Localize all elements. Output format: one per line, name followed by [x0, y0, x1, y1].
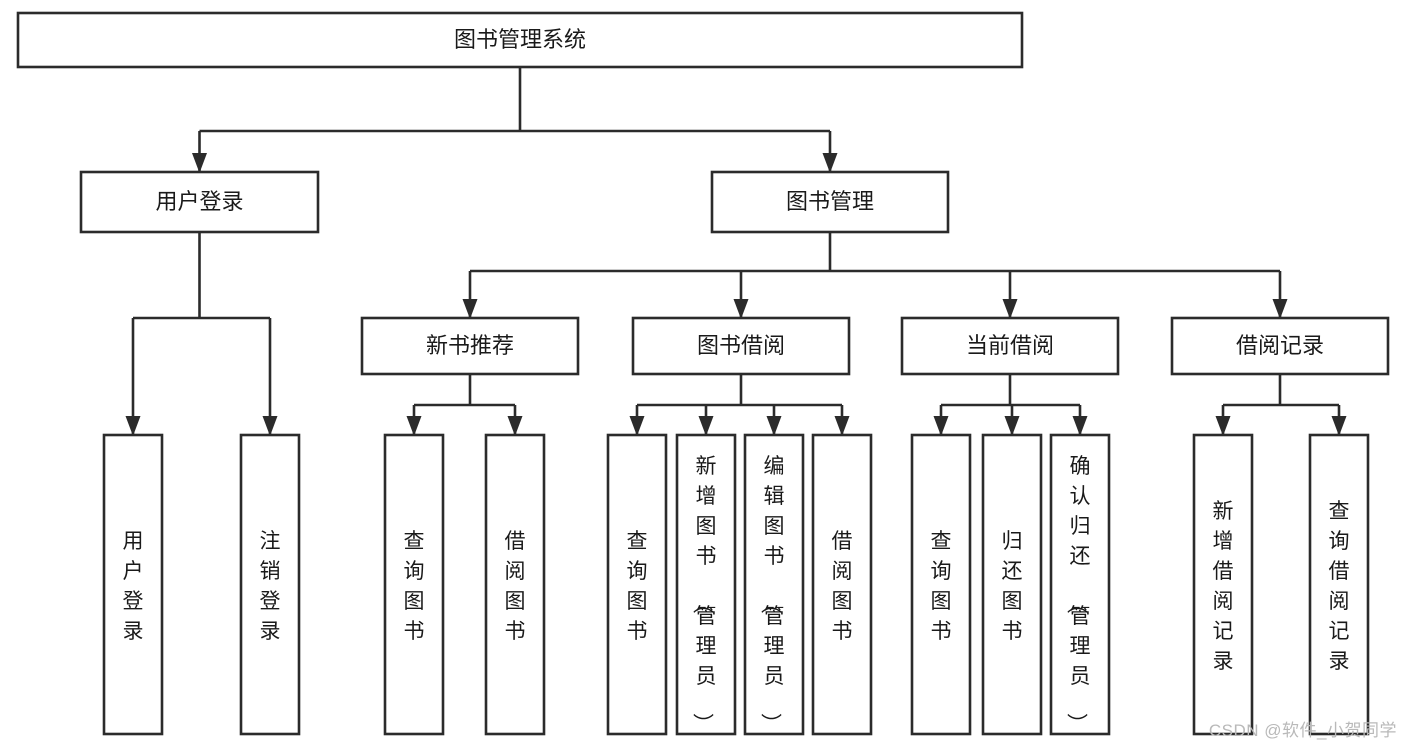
csdn-watermark: CSDN @软件_小贺同学: [1208, 721, 1397, 740]
node-leaf-query-book-current[interactable]: 查询图书: [910, 433, 972, 736]
node-box-book-borrow: [631, 316, 851, 376]
leafgrp-book-borrow-arrow-3: [834, 416, 850, 436]
node-label-new-book-recommend: 新书推荐: [426, 333, 514, 358]
node-label-leaf-query-book-borrow: 查询图书: [627, 530, 648, 643]
root-arrow-1: [822, 153, 838, 173]
node-leaf-borrow-book-recommend[interactable]: 借阅图书: [484, 433, 546, 736]
node-leaf-query-borrow-record[interactable]: 查询借阅记录: [1308, 433, 1370, 736]
book-manage-arrow-2: [1002, 299, 1018, 319]
node-leaf-edit-book[interactable]: 编辑图书（管理员）: [743, 433, 805, 736]
node-label-current-borrow: 当前借阅: [966, 333, 1054, 358]
node-leaf-logout[interactable]: 注销登录: [239, 433, 301, 736]
node-label-leaf-borrow-book: 借阅图书: [832, 530, 853, 643]
leafgrp-new-book-recommend-arrow-0: [406, 416, 422, 436]
book-manage-arrow-0: [462, 299, 478, 319]
leafgrp-borrow-record-arrow-1: [1331, 416, 1347, 436]
node-leaf-borrow-book[interactable]: 借阅图书: [811, 433, 873, 736]
root-arrow-0: [192, 153, 207, 173]
node-box-leaf-query-book-recommend: [383, 433, 445, 736]
leafgrp-borrow-record-arrow-0: [1215, 416, 1231, 436]
connector-lines: [125, 67, 1347, 436]
node-label-leaf-query-book-current: 查询图书: [931, 530, 952, 643]
node-boxes: 图书管理系统用户登录图书管理新书推荐图书借阅当前借阅借阅记录用户登录注销登录查询…: [16, 11, 1390, 736]
node-box-leaf-query-borrow-record: [1308, 433, 1370, 736]
node-label-leaf-add-book: 新增图书（管理员）: [691, 455, 717, 734]
node-box-leaf-borrow-book-recommend: [484, 433, 546, 736]
node-leaf-add-borrow-record[interactable]: 新增借阅记录: [1192, 433, 1254, 736]
leafgrp-user-login-arrow-0: [125, 416, 141, 436]
node-box-leaf-query-book-borrow: [606, 433, 668, 736]
node-current-borrow[interactable]: 当前借阅: [900, 316, 1120, 376]
node-label-leaf-logout: 注销登录: [260, 530, 281, 643]
node-label-leaf-borrow-book-recommend: 借阅图书: [505, 530, 526, 643]
node-book-borrow[interactable]: 图书借阅: [631, 316, 851, 376]
leafgrp-current-borrow-arrow-0: [933, 416, 949, 436]
node-box-leaf-confirm-return: [1049, 433, 1111, 736]
node-box-leaf-edit-book: [743, 433, 805, 736]
node-leaf-add-book[interactable]: 新增图书（管理员）: [675, 433, 737, 736]
node-box-new-book-recommend: [360, 316, 580, 376]
node-new-book-recommend[interactable]: 新书推荐: [360, 316, 580, 376]
node-label-leaf-confirm-return: 确认归还（管理员）: [1065, 455, 1091, 734]
leafgrp-book-borrow-arrow-2: [766, 416, 782, 436]
node-box-leaf-user-login: [102, 433, 164, 736]
node-label-leaf-user-login: 用户登录: [123, 530, 144, 643]
node-label-leaf-return-book: 归还图书: [1002, 530, 1023, 643]
node-label-leaf-add-borrow-record: 新增借阅记录: [1213, 500, 1234, 673]
node-box-current-borrow: [900, 316, 1120, 376]
node-label-book-manage: 图书管理: [786, 189, 874, 214]
node-box-leaf-query-book-current: [910, 433, 972, 736]
node-box-leaf-add-book: [675, 433, 737, 736]
node-root[interactable]: 图书管理系统: [16, 11, 1024, 69]
node-borrow-record[interactable]: 借阅记录: [1170, 316, 1390, 376]
node-box-borrow-record: [1170, 316, 1390, 376]
leafgrp-user-login-arrow-1: [262, 416, 278, 436]
node-label-borrow-record: 借阅记录: [1236, 333, 1324, 358]
node-label-leaf-query-book-recommend: 查询图书: [404, 530, 425, 643]
book-manage-arrow-1: [733, 299, 749, 319]
leafgrp-book-borrow-arrow-1: [698, 416, 714, 436]
leafgrp-current-borrow-arrow-1: [1004, 416, 1020, 436]
leafgrp-new-book-recommend-arrow-1: [507, 416, 523, 436]
node-leaf-query-book-recommend[interactable]: 查询图书: [383, 433, 445, 736]
node-box-leaf-borrow-book: [811, 433, 873, 736]
node-box-root: [16, 11, 1024, 69]
node-box-leaf-add-borrow-record: [1192, 433, 1254, 736]
node-label-user-login: 用户登录: [155, 189, 243, 214]
node-book-manage[interactable]: 图书管理: [710, 170, 950, 234]
node-label-book-borrow: 图书借阅: [697, 333, 785, 358]
leafgrp-current-borrow-arrow-2: [1072, 416, 1088, 436]
node-leaf-query-book-borrow[interactable]: 查询图书: [606, 433, 668, 736]
node-box-user-login: [79, 170, 320, 234]
node-label-leaf-edit-book: 编辑图书（管理员）: [759, 455, 785, 734]
node-leaf-user-login[interactable]: 用户登录: [102, 433, 164, 736]
node-leaf-return-book[interactable]: 归还图书: [981, 433, 1043, 736]
leafgrp-book-borrow-arrow-0: [629, 416, 645, 436]
node-label-root: 图书管理系统: [454, 27, 586, 52]
node-box-leaf-logout: [239, 433, 301, 736]
node-label-leaf-query-borrow-record: 查询借阅记录: [1329, 500, 1350, 673]
node-box-leaf-return-book: [981, 433, 1043, 736]
book-manage-arrow-3: [1272, 299, 1288, 319]
node-box-book-manage: [710, 170, 950, 234]
node-user-login[interactable]: 用户登录: [79, 170, 320, 234]
node-leaf-confirm-return[interactable]: 确认归还（管理员）: [1049, 433, 1111, 736]
